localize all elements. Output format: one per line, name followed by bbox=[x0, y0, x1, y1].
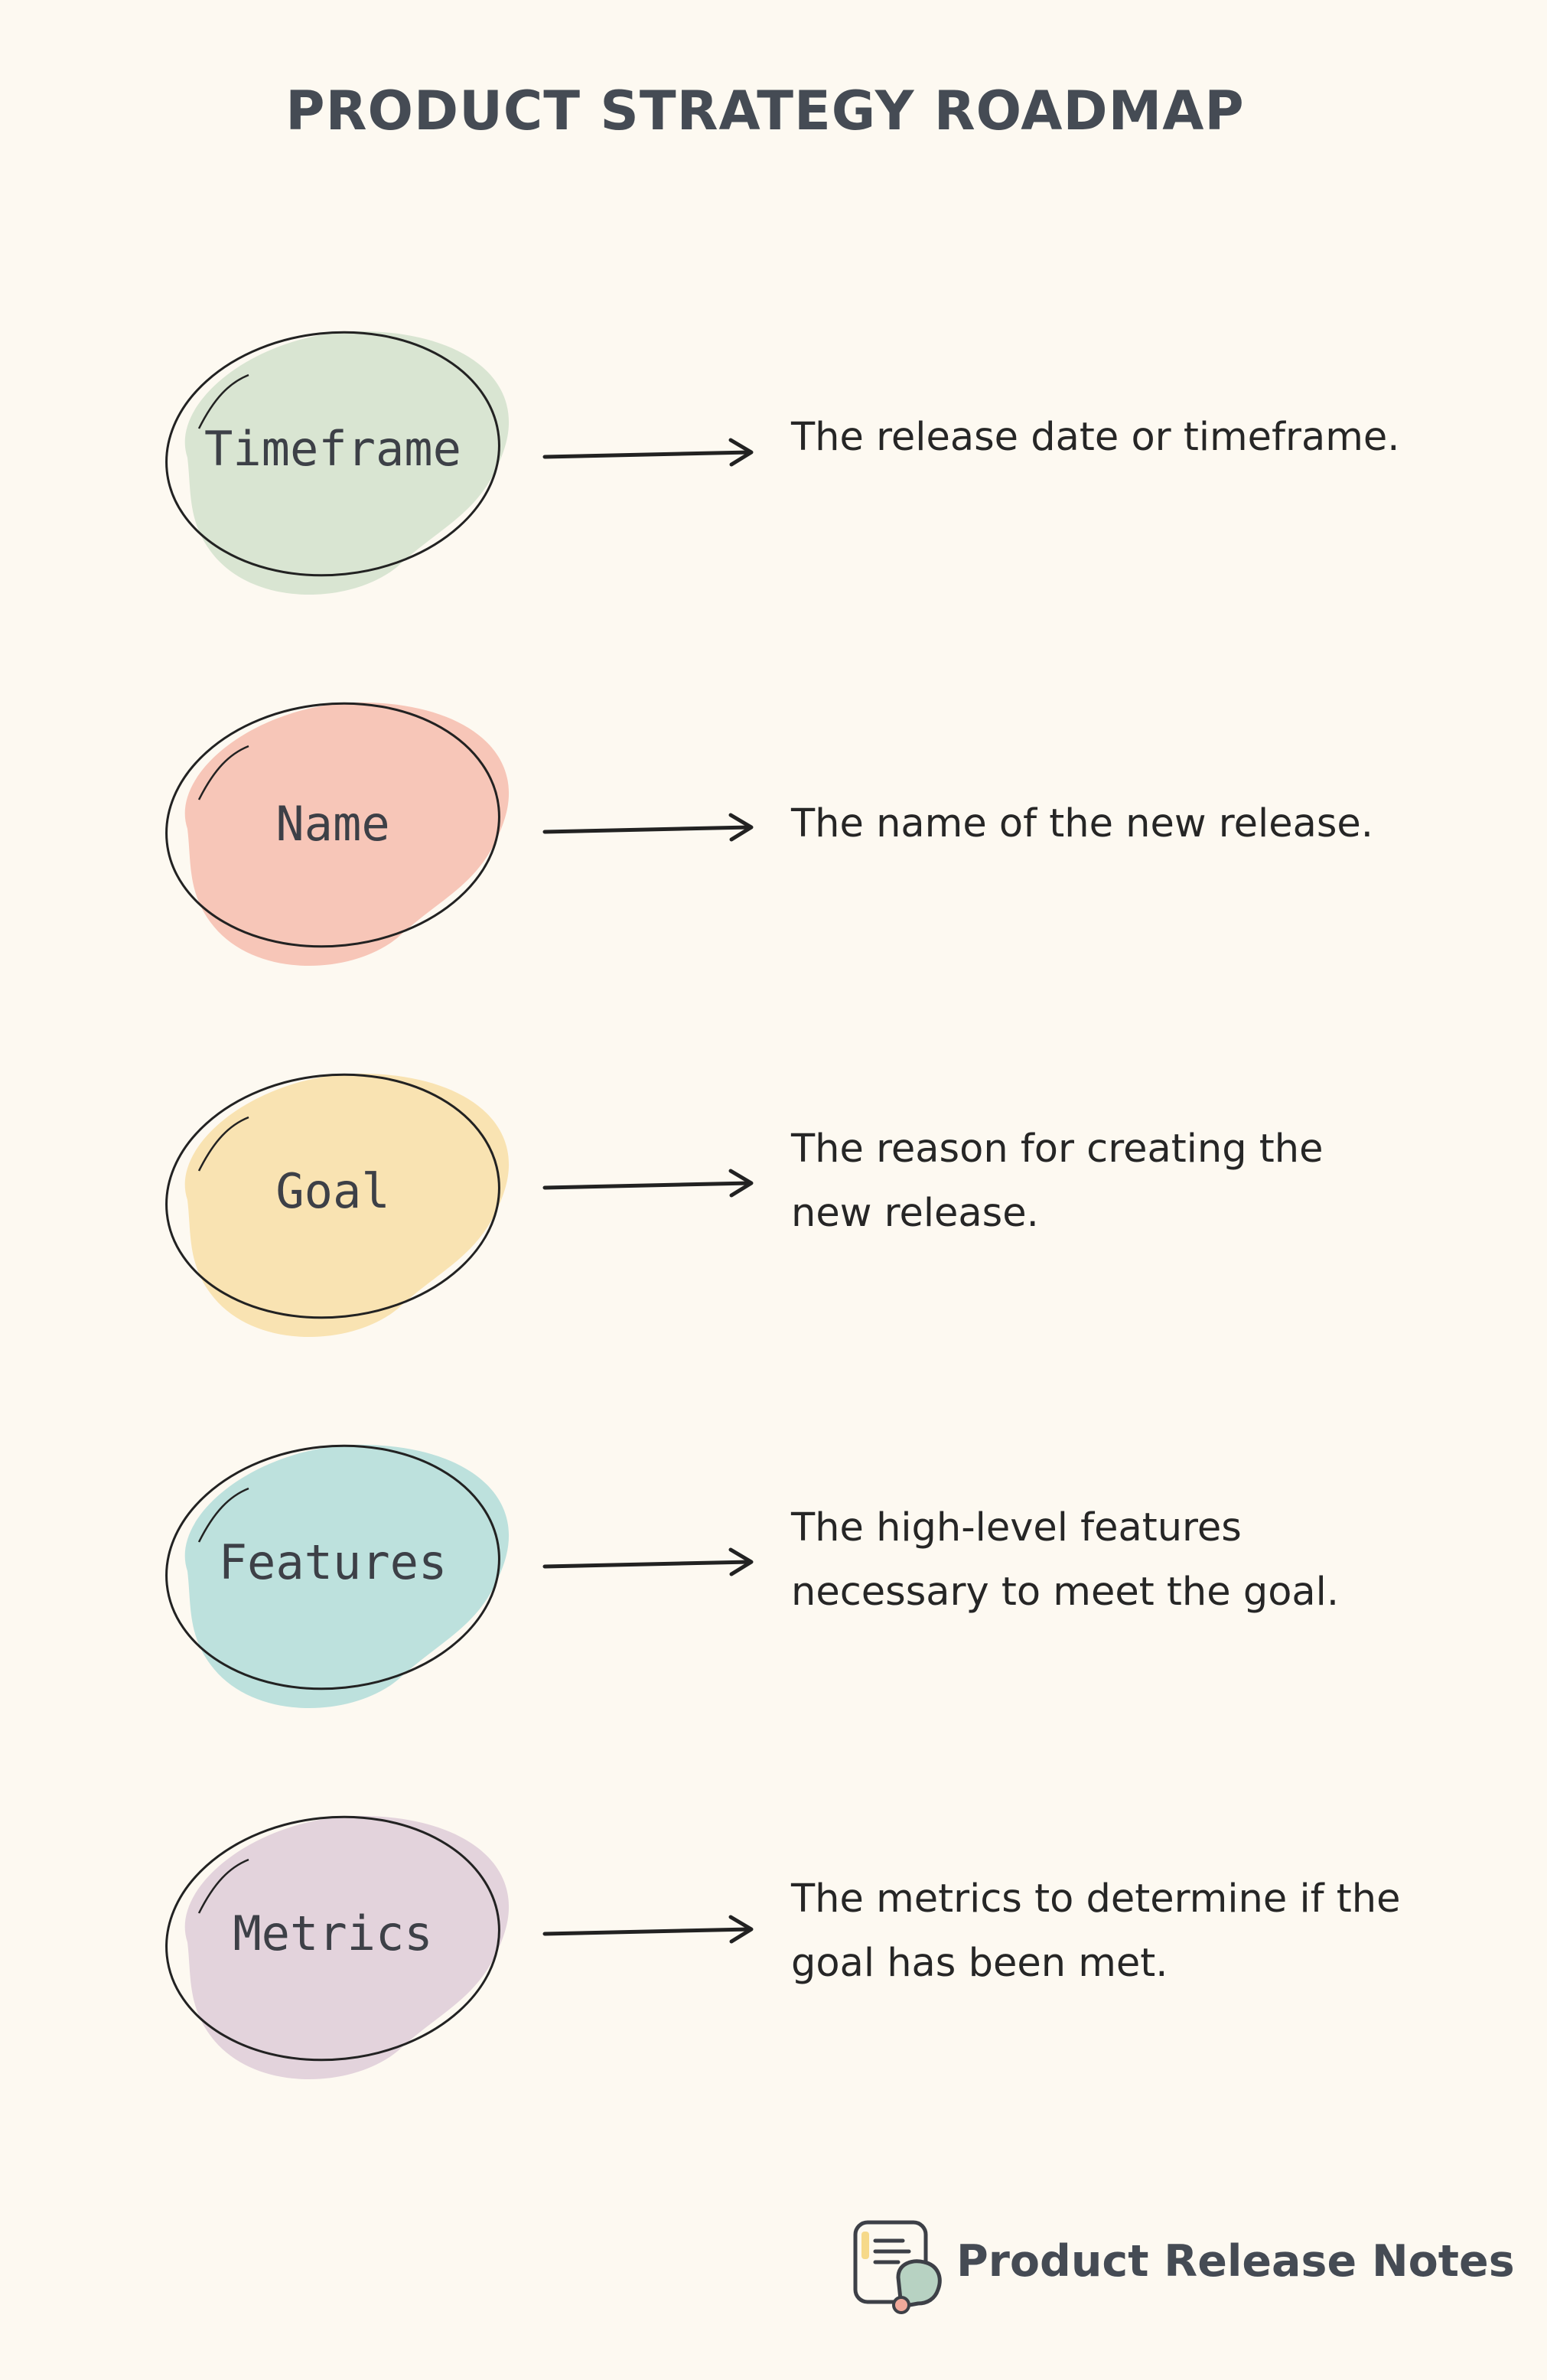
arrow-right-icon bbox=[542, 1915, 754, 1944]
blob-shape bbox=[165, 1444, 510, 1709]
step-label-timeframe: Timeframe bbox=[204, 421, 461, 477]
step-label-metrics: Metrics bbox=[233, 1906, 433, 1961]
document-chat-icon bbox=[853, 2220, 942, 2314]
roadmap-step-name: Name The name of the new release. bbox=[0, 693, 1547, 999]
arrow-right-icon bbox=[542, 1547, 754, 1576]
blob-shape bbox=[165, 1073, 510, 1338]
arrow-right-icon bbox=[542, 438, 754, 467]
blob-fill bbox=[184, 1444, 510, 1709]
page-title: PRODUCT STRATEGY ROADMAP bbox=[285, 80, 1245, 142]
step-label-name: Name bbox=[275, 796, 390, 852]
roadmap-step-goal: Goal The reason for creating the new rel… bbox=[0, 1064, 1547, 1370]
roadmap-step-features: Features The high-level features necessa… bbox=[0, 1435, 1547, 1741]
blob-shape bbox=[165, 702, 510, 967]
step-desc-name: The name of the new release. bbox=[791, 801, 1373, 846]
step-label-goal: Goal bbox=[275, 1163, 390, 1219]
step-desc-timeframe: The release date or timeframe. bbox=[791, 415, 1400, 460]
arrow-right-icon bbox=[542, 813, 754, 842]
brand-name: Product Release Notes bbox=[956, 2236, 1515, 2287]
step-desc-goal: The reason for creating the new release. bbox=[791, 1126, 1324, 1236]
blob-fill bbox=[184, 331, 510, 595]
roadmap-step-timeframe: Timeframe The release date or timeframe. bbox=[0, 321, 1547, 628]
blob-shape bbox=[165, 1815, 510, 2080]
step-desc-metrics: The metrics to determine if the goal has… bbox=[791, 1876, 1401, 1986]
blob-fill bbox=[184, 1815, 510, 2080]
step-desc-features: The high-level features necessary to mee… bbox=[791, 1505, 1340, 1615]
blob-fill bbox=[184, 702, 510, 967]
roadmap-step-metrics: Metrics The metrics to determine if the … bbox=[0, 1806, 1547, 2112]
blob-shape bbox=[165, 331, 510, 595]
arrow-right-icon bbox=[542, 1169, 754, 1198]
blob-fill bbox=[184, 1073, 510, 1338]
step-label-features: Features bbox=[218, 1534, 448, 1590]
